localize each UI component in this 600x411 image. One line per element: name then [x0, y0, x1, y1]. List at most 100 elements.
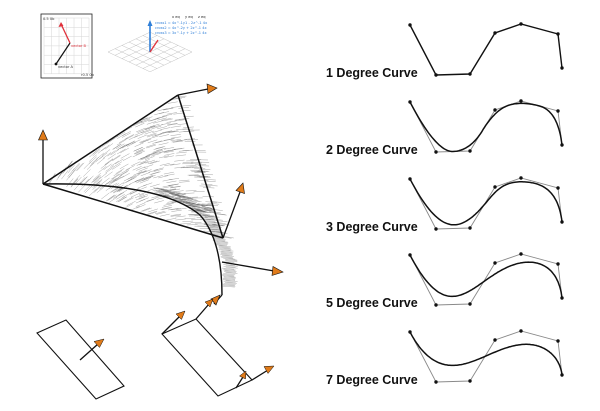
hatch-stroke [93, 175, 102, 183]
hatch-stroke [130, 205, 140, 211]
hatch-stroke [125, 165, 135, 171]
hatch-stroke [159, 131, 170, 134]
hatch-stroke [143, 176, 154, 180]
hatch-stroke [147, 139, 158, 143]
folded-normal-right-arrowhead [263, 365, 275, 374]
control-point [434, 303, 438, 307]
hatch-stroke [101, 192, 110, 200]
hatch-stroke [113, 161, 122, 168]
hatch-stroke [180, 195, 191, 198]
control-point [468, 379, 472, 383]
hatch-stroke [167, 123, 178, 126]
hatch-stroke [83, 184, 92, 192]
hatch-stroke [221, 249, 234, 252]
hatch-stroke [155, 146, 166, 149]
hatch-stroke [139, 179, 149, 184]
hatch-stroke [112, 163, 121, 170]
curve-group-degree-7 [408, 329, 564, 384]
hatch-stroke [174, 119, 185, 122]
hatch-stroke [164, 190, 175, 193]
hatch-stroke [135, 199, 146, 204]
hatch-stroke [93, 185, 102, 193]
hatch-stroke [218, 249, 231, 251]
hatch-stroke [200, 212, 211, 216]
hatch-stroke [136, 127, 146, 133]
hatch-stroke [140, 156, 150, 161]
plane-normal-vector [79, 343, 99, 361]
hatch-stroke [163, 171, 174, 175]
hatch-stroke [146, 132, 157, 137]
hatch-stroke [110, 177, 120, 184]
vector-inset-x-axis-label: r0.5 0b [81, 73, 95, 77]
folded-normal-bottom [235, 376, 244, 389]
hatch-stroke [89, 159, 98, 167]
hatch-stroke [93, 147, 102, 155]
hatch-stroke [145, 143, 156, 148]
hatch-stroke [224, 271, 237, 273]
control-point [519, 252, 523, 256]
hatch-stroke [157, 117, 168, 121]
hatch-stroke [152, 140, 163, 144]
hatch-stroke [160, 127, 171, 130]
hatch-stroke [132, 166, 142, 171]
hatch-stroke [128, 135, 138, 140]
hatch-stroke [180, 105, 192, 107]
matrix-inset: x eq y eq z eq cross1 = 4x^-1y1 - 2z^-1 … [107, 15, 208, 73]
hatch-stroke [174, 196, 186, 198]
control-point [560, 66, 564, 70]
hatch-stroke [222, 274, 235, 276]
hatch-stroke [127, 141, 137, 147]
hatch-stroke [99, 172, 108, 180]
hatch-stroke [186, 197, 197, 200]
surface-normals-diagram [38, 83, 284, 306]
hatch-stroke [214, 213, 227, 216]
hatch-stroke [222, 275, 235, 277]
hatch-stroke [166, 218, 177, 221]
hatch-stroke [161, 122, 172, 126]
curve-label-degree-7: 7 Degree Curve [326, 373, 418, 387]
normal-vector-right-arrowhead [271, 266, 284, 276]
hatch-stroke [144, 199, 155, 203]
hatch-stroke [178, 196, 189, 200]
hatch-stroke [116, 196, 125, 202]
hatch-stroke [159, 150, 170, 153]
hatch-stroke [123, 197, 133, 203]
hatch-stroke [183, 199, 194, 202]
hatch-stroke [168, 208, 179, 211]
hatch-stroke [132, 171, 143, 176]
hatch-stroke [150, 171, 161, 175]
hatch-stroke [120, 147, 129, 154]
hatch-stroke [184, 138, 195, 140]
hatch-stroke [136, 161, 146, 166]
hatch-stroke [124, 135, 134, 141]
control-point [434, 73, 438, 77]
normal-vector-top-arrowhead [206, 83, 218, 95]
control-point [519, 22, 523, 26]
plane-normal-arrowhead [93, 338, 105, 348]
curve-group-degree-3 [408, 176, 564, 231]
hatch-stroke [115, 192, 125, 198]
hatch-stroke [66, 178, 74, 188]
hatch-stroke [137, 128, 147, 133]
hatch-stroke [203, 221, 216, 223]
hatch-stroke [120, 153, 130, 159]
hatch-stroke [152, 149, 163, 153]
hatch-stroke [204, 179, 216, 181]
hatch-stroke [213, 221, 226, 224]
hatch-stroke [213, 239, 226, 241]
curve-degree-7 [409, 331, 563, 376]
hatch-stroke [113, 187, 122, 193]
hatch-stroke [164, 163, 175, 167]
hatch-stroke [166, 201, 177, 205]
hatch-stroke [104, 143, 114, 150]
hatch-stroke [162, 114, 173, 117]
hatch-stroke [170, 213, 181, 216]
hatch-stroke [107, 153, 117, 160]
hatch-stroke [213, 238, 226, 240]
hatch-stroke [225, 260, 238, 263]
hatch-stroke [139, 193, 149, 198]
hatch-stroke [205, 219, 218, 221]
hatch-stroke [209, 229, 222, 231]
hatch-stroke [139, 139, 150, 144]
matrix-row-3: cross3 = 3x^-1y + 2z^-1 4x [155, 31, 208, 35]
